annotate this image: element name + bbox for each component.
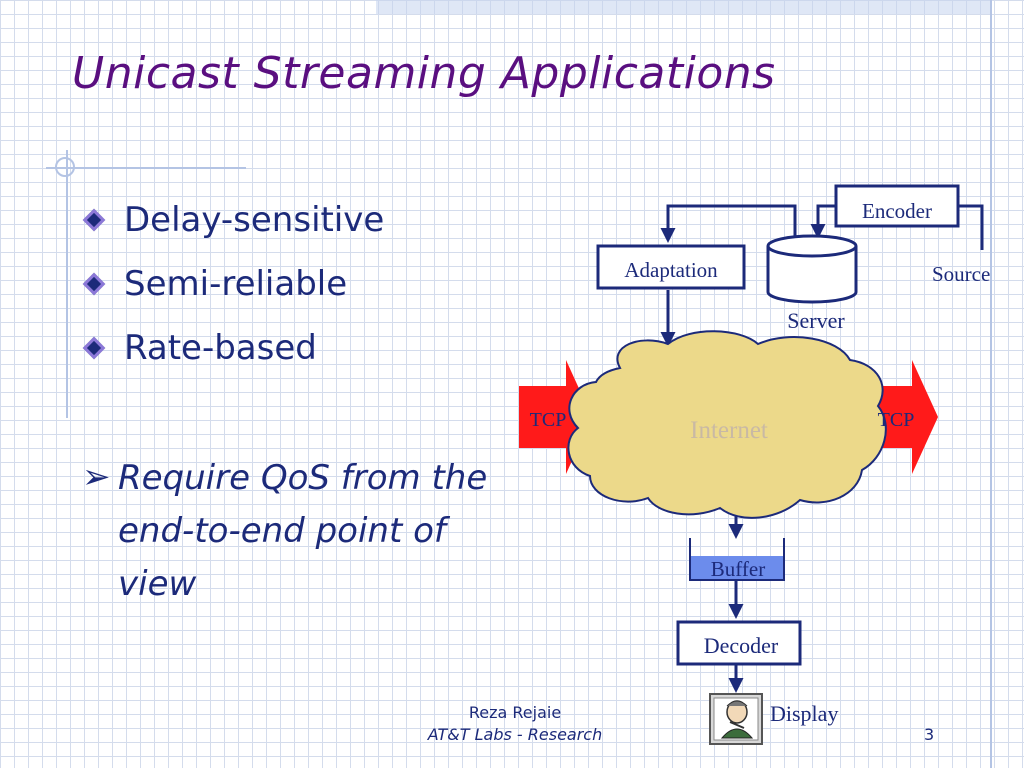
adaptation-box (596, 244, 746, 290)
buffer-container (689, 538, 785, 581)
tcp-right-label: TCP (878, 409, 915, 431)
bullet-text: Semi-reliable (124, 264, 348, 304)
qos-point: ➢ Require QoS from the end-to-end point … (82, 452, 498, 611)
source-encoder-connector (958, 204, 984, 250)
internet-cloud (567, 330, 887, 519)
decoder-box (676, 620, 802, 666)
slide-title: Unicast Streaming Applications (72, 48, 776, 99)
decoder-label: Decoder (704, 633, 779, 658)
bullet-item: Rate-based (82, 316, 384, 380)
qos-text: Require QoS from the end-to-end point of… (118, 458, 488, 604)
display-label: Display (770, 701, 838, 726)
server-adaptation-arrow (660, 204, 797, 243)
bullet-text: Delay-sensitive (124, 200, 385, 240)
bullet-item: Delay-sensitive (82, 188, 384, 252)
arrow-bullet-icon: ➢ (82, 457, 111, 497)
bullet-text: Rate-based (124, 328, 317, 368)
top-decorative-band (376, 0, 991, 14)
encoder-box (834, 184, 960, 228)
slide-footer: Reza Rejaie AT&T Labs - Research (400, 702, 630, 746)
footer-affiliation: AT&T Labs - Research (427, 725, 603, 744)
bullet-item: Semi-reliable (82, 252, 384, 316)
footer-author: Reza Rejaie (468, 703, 562, 722)
display-user-icon (709, 693, 763, 745)
server-cylinder-icon (766, 234, 858, 304)
tcp-right-arrow (868, 360, 938, 474)
bullet-list: Delay-sensitive Semi-reliable Rate-based (82, 188, 384, 380)
decorative-circle (55, 157, 75, 177)
internet-label: Internet (690, 417, 768, 444)
encoder-label: Encoder (862, 199, 932, 223)
left-decorative-line (66, 150, 68, 418)
server-label: Server (787, 308, 845, 333)
source-label: Source (932, 262, 990, 286)
buffer-label: Buffer (711, 557, 765, 581)
title-underline-decoration (46, 167, 246, 169)
tcp-left-label: TCP (530, 409, 567, 431)
page-number: 3 (924, 725, 935, 744)
encoder-server-arrow (810, 204, 836, 239)
connector-lines (660, 204, 984, 693)
adaptation-label: Adaptation (624, 258, 718, 282)
right-decorative-line (990, 0, 992, 768)
